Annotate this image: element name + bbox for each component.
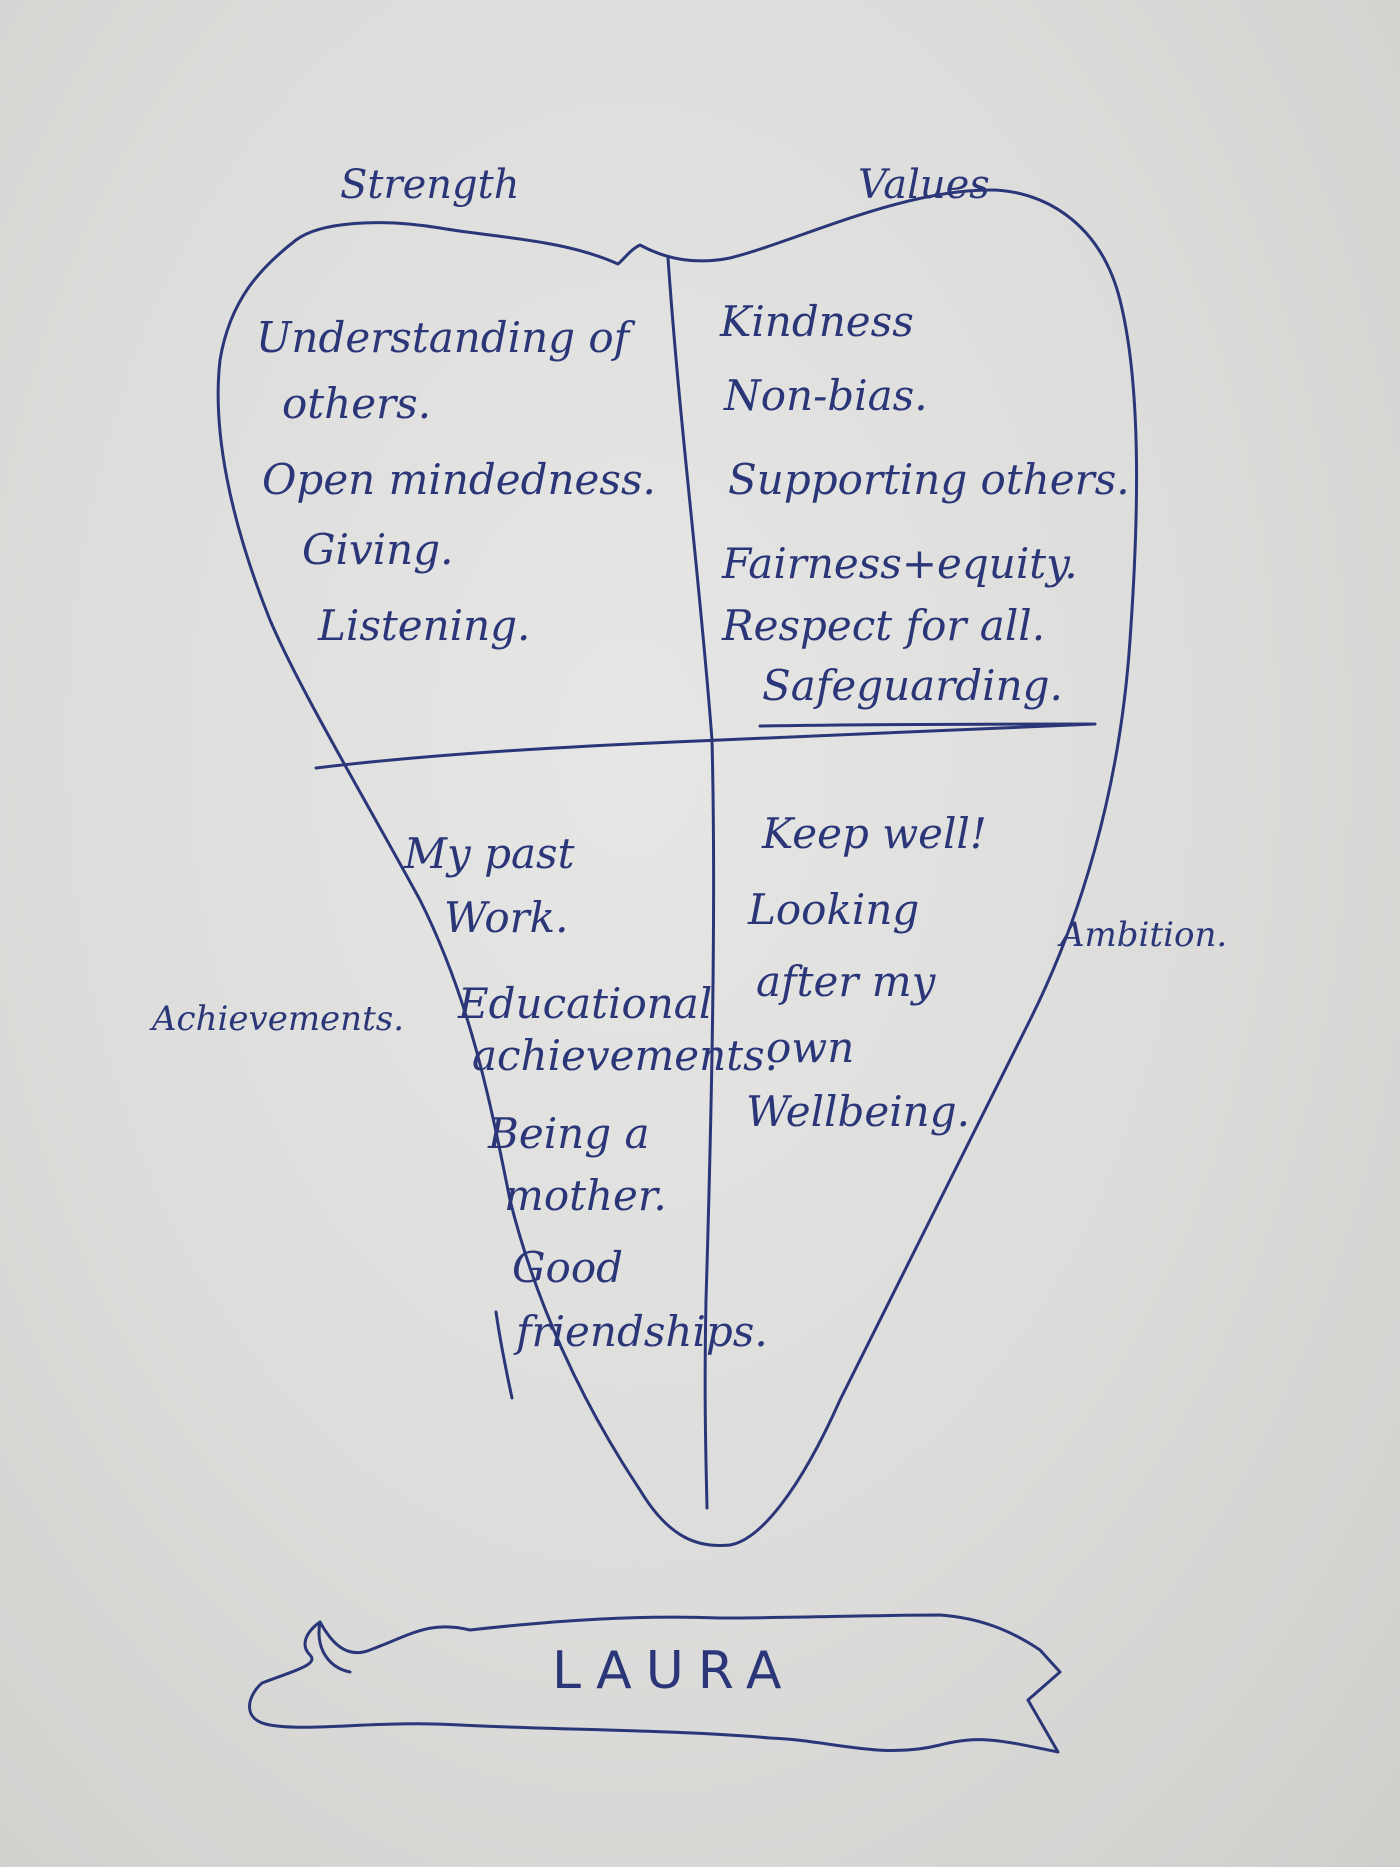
strengths-heading: Strength xyxy=(340,162,519,208)
ink-tick xyxy=(494,1310,514,1400)
list-item: My past xyxy=(403,829,575,878)
list-item: Listening. xyxy=(317,601,530,650)
list-item: achievements. xyxy=(472,1031,778,1080)
list-item: friendships. xyxy=(513,1307,768,1356)
list-item: own xyxy=(766,1023,854,1072)
list-item: Safeguarding. xyxy=(762,661,1063,710)
list-item: Kindness xyxy=(719,297,914,346)
list-item: Supporting others. xyxy=(728,455,1130,504)
vertical-divider xyxy=(666,256,716,1510)
list-item: Fairness+equity. xyxy=(721,539,1078,588)
heart-outline xyxy=(216,188,1139,1548)
list-item: Understanding of xyxy=(256,313,636,362)
list-item: mother. xyxy=(504,1171,667,1220)
list-item: Open mindedness. xyxy=(262,455,656,504)
list-item: Educational xyxy=(457,979,712,1028)
ambition-label: Ambition. xyxy=(1057,915,1227,955)
list-item: Good xyxy=(512,1243,623,1292)
list-item: Keep well! xyxy=(761,809,987,858)
banner-name: LAURA xyxy=(552,1641,795,1701)
list-item: Non-bias. xyxy=(723,371,928,420)
list-item: Looking xyxy=(747,885,919,934)
list-item: Work. xyxy=(444,893,568,942)
ambition-list: Keep well! Looking after my own Wellbein… xyxy=(746,809,987,1136)
values-list: Kindness Non-bias. Supporting others. Fa… xyxy=(719,297,1130,710)
strengths-list: Understanding of others. Open mindedness… xyxy=(256,313,656,650)
list-item: others. xyxy=(282,379,431,428)
list-item: Being a xyxy=(487,1109,649,1158)
safeguarding-underline xyxy=(758,722,1092,728)
horizontal-divider xyxy=(314,722,1097,770)
list-item: after my xyxy=(756,957,937,1006)
name-banner xyxy=(248,1613,1062,1754)
achievements-label: Achievements. xyxy=(149,999,404,1039)
values-heading: Values xyxy=(858,162,990,208)
list-item: Respect for all. xyxy=(721,601,1045,650)
achievements-list: My past Work. Educational achievements. … xyxy=(403,829,778,1356)
banner-fold xyxy=(317,1620,352,1674)
list-item: Giving. xyxy=(302,525,453,574)
list-item: Wellbeing. xyxy=(746,1087,970,1136)
